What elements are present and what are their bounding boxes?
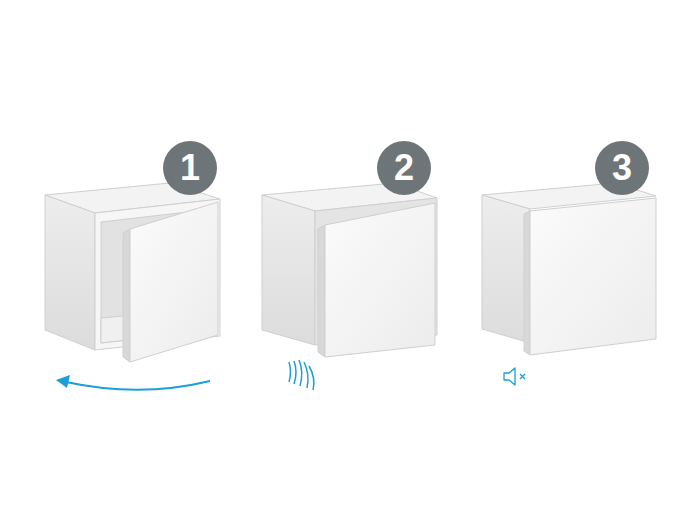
arrow-head <box>56 375 70 388</box>
callout-text: 3 <box>612 150 632 186</box>
cabinet-closed <box>482 183 656 355</box>
mute-icon <box>504 368 525 385</box>
cabinet-closing <box>262 183 437 357</box>
callout-number: 3 <box>595 141 649 195</box>
callout-number: 2 <box>377 141 431 195</box>
callout-text: 2 <box>394 150 414 186</box>
opening-arrow <box>66 381 210 390</box>
sound-waves <box>289 360 314 390</box>
callout-text: 1 <box>180 150 200 186</box>
cabinet-open <box>45 183 220 362</box>
callout-number: 1 <box>163 141 217 195</box>
